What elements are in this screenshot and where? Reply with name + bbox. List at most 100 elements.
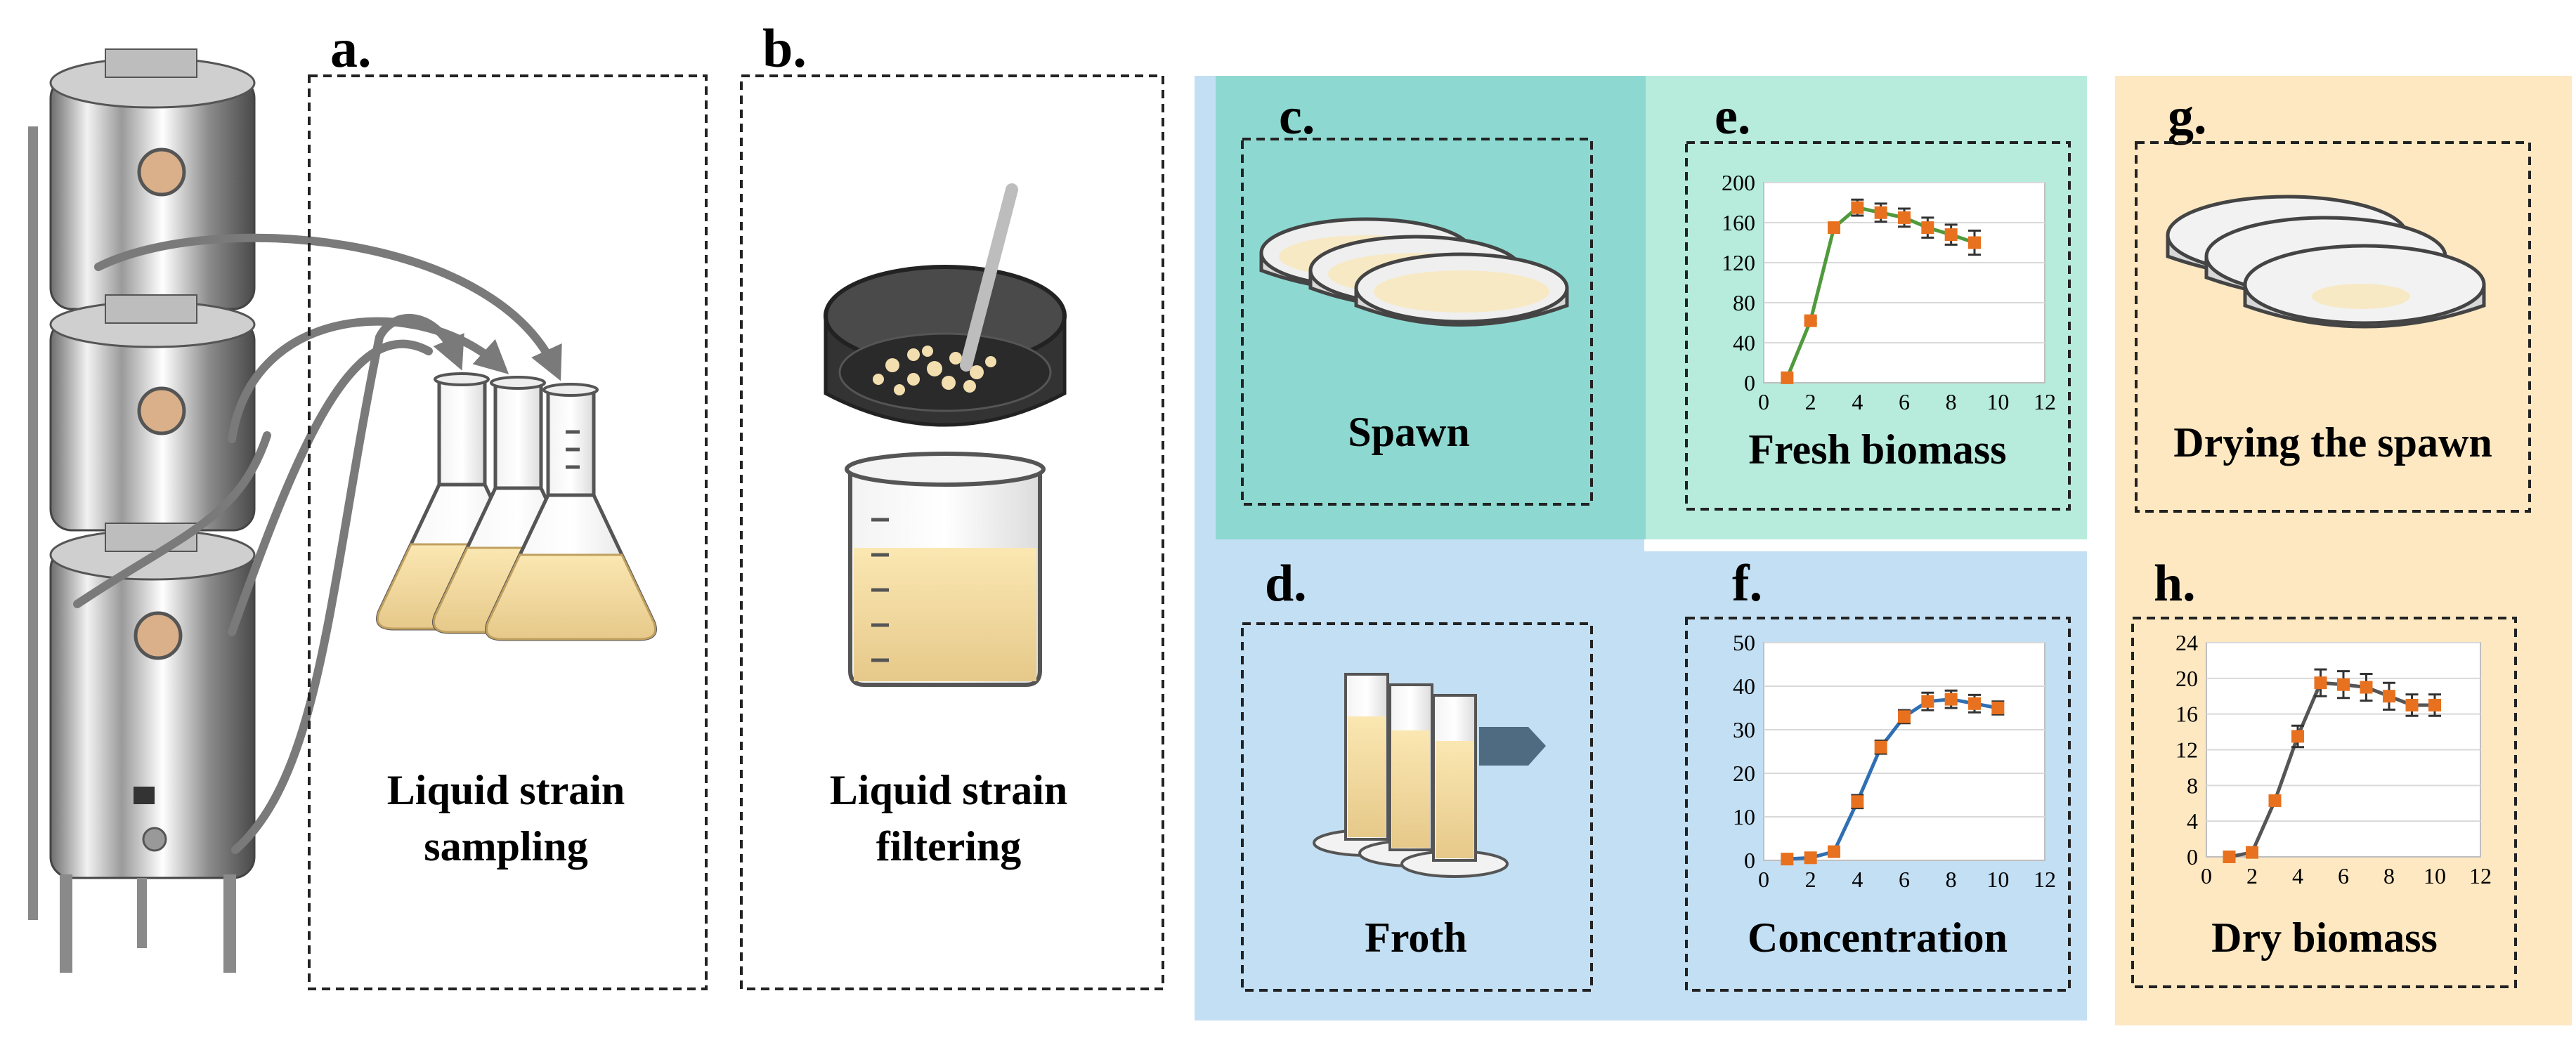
petri-dishes-drying xyxy=(2166,195,2486,329)
panel-d-letter: d. xyxy=(1265,555,1307,612)
chart-e-xlabel: Fresh biomass xyxy=(1748,426,2006,473)
y-tick-label: 20 xyxy=(2175,666,2198,691)
data-point xyxy=(1804,314,1817,327)
x-tick-label: 4 xyxy=(2292,863,2303,888)
y-tick-label: 24 xyxy=(2175,630,2198,655)
data-point xyxy=(1991,702,2005,714)
panel-c: c. Spawn xyxy=(1241,88,1593,506)
x-tick-label: 0 xyxy=(1758,389,1769,414)
panel-c-caption: Spawn xyxy=(1348,409,1469,455)
chart-h-xlabel: Dry biomass xyxy=(2211,914,2438,961)
series-line xyxy=(2229,681,2435,859)
x-tick-label: 8 xyxy=(2383,863,2395,888)
data-point xyxy=(1828,845,1840,858)
y-tick-label: 0 xyxy=(1744,848,1755,873)
chart-f-xlabel: Concentration xyxy=(1748,914,2008,961)
data-point xyxy=(1898,211,1911,224)
data-point xyxy=(2223,851,2236,863)
data-point xyxy=(1898,710,1911,723)
data-point xyxy=(2246,846,2258,859)
panel-b: b. Liquid strain filte xyxy=(740,18,1164,990)
panel-g-letter: g. xyxy=(2168,88,2207,145)
y-tick-label: 30 xyxy=(1733,717,1755,742)
x-tick-label: 12 xyxy=(2469,863,2492,888)
data-point xyxy=(1781,853,1794,866)
data-point xyxy=(2360,681,2373,694)
sampling-tubes xyxy=(73,233,562,854)
y-tick-label: 0 xyxy=(1744,370,1755,395)
y-tick-label: 4 xyxy=(2187,808,2198,834)
y-tick-label: 160 xyxy=(1722,210,1755,235)
data-point xyxy=(2291,730,2304,743)
panel-g: g. Drying the spawn xyxy=(2135,88,2531,513)
data-point xyxy=(1781,371,1794,384)
y-tick-label: 10 xyxy=(1733,804,1755,829)
data-point xyxy=(2405,698,2419,711)
data-point xyxy=(1968,236,1981,249)
data-point xyxy=(1944,693,1958,706)
panel-a-caption-line2: sampling xyxy=(424,823,587,869)
y-tick-label: 50 xyxy=(1733,630,1755,655)
panel-a-caption-line1: Liquid strain xyxy=(387,767,625,813)
x-tick-label: 2 xyxy=(1805,867,1816,892)
data-point xyxy=(1968,697,1981,710)
x-tick-label: 2 xyxy=(2246,863,2258,888)
y-tick-label: 8 xyxy=(2187,773,2198,798)
panel-h-letter: h. xyxy=(2154,555,2196,612)
y-tick-label: 0 xyxy=(2187,844,2198,869)
y-tick-label: 20 xyxy=(1733,761,1755,786)
panel-b-caption-line1: Liquid strain xyxy=(830,767,1067,813)
data-point xyxy=(1828,221,1840,235)
x-tick-label: 12 xyxy=(2034,867,2056,892)
x-tick-label: 12 xyxy=(2034,389,2056,414)
data-point xyxy=(1944,228,1958,242)
y-tick-label: 40 xyxy=(1733,674,1755,699)
fermenter-tanks xyxy=(28,48,256,973)
x-tick-label: 0 xyxy=(2201,863,2212,888)
x-tick-label: 4 xyxy=(1852,867,1863,892)
data-point xyxy=(2337,678,2350,691)
data-point xyxy=(2314,676,2327,690)
x-tick-label: 8 xyxy=(1946,389,1957,414)
x-tick-label: 8 xyxy=(1946,867,1957,892)
panel-d: d. Froth xyxy=(1241,555,1593,992)
x-tick-label: 10 xyxy=(2424,863,2446,888)
y-tick-label: 200 xyxy=(1722,170,1755,195)
panel-c-letter: c. xyxy=(1279,88,1315,145)
y-tick-label: 12 xyxy=(2175,737,2198,763)
panel-g-caption: Drying the spawn xyxy=(2173,419,2492,466)
plot-area xyxy=(1763,642,2045,861)
graduated-cylinders-froth xyxy=(1313,673,1546,878)
petri-dishes-spawn xyxy=(1259,217,1569,327)
panel-e-letter: e. xyxy=(1715,88,1750,145)
x-tick-label: 2 xyxy=(1805,389,1816,414)
y-tick-label: 120 xyxy=(1722,250,1755,275)
panel-d-caption: Froth xyxy=(1365,914,1467,961)
x-tick-label: 10 xyxy=(1986,867,2009,892)
erlenmeyer-flasks xyxy=(376,372,657,641)
data-point xyxy=(2383,690,2395,703)
data-point xyxy=(1851,795,1864,808)
beaker-with-sieve xyxy=(824,183,1067,687)
series-line xyxy=(1787,697,1998,861)
x-tick-label: 0 xyxy=(1758,867,1769,892)
y-tick-label: 80 xyxy=(1733,290,1755,315)
x-tick-label: 4 xyxy=(1852,389,1863,414)
y-tick-label: 16 xyxy=(2175,702,2198,727)
data-point xyxy=(1874,740,1887,754)
panel-a-letter: a. xyxy=(330,18,372,79)
x-tick-label: 6 xyxy=(1899,389,1910,414)
data-point xyxy=(1921,695,1934,708)
panel-f-letter: f. xyxy=(1732,555,1762,612)
data-point xyxy=(2268,794,2282,807)
data-point xyxy=(1804,851,1817,865)
data-point xyxy=(1874,206,1887,219)
data-point xyxy=(1921,221,1934,235)
